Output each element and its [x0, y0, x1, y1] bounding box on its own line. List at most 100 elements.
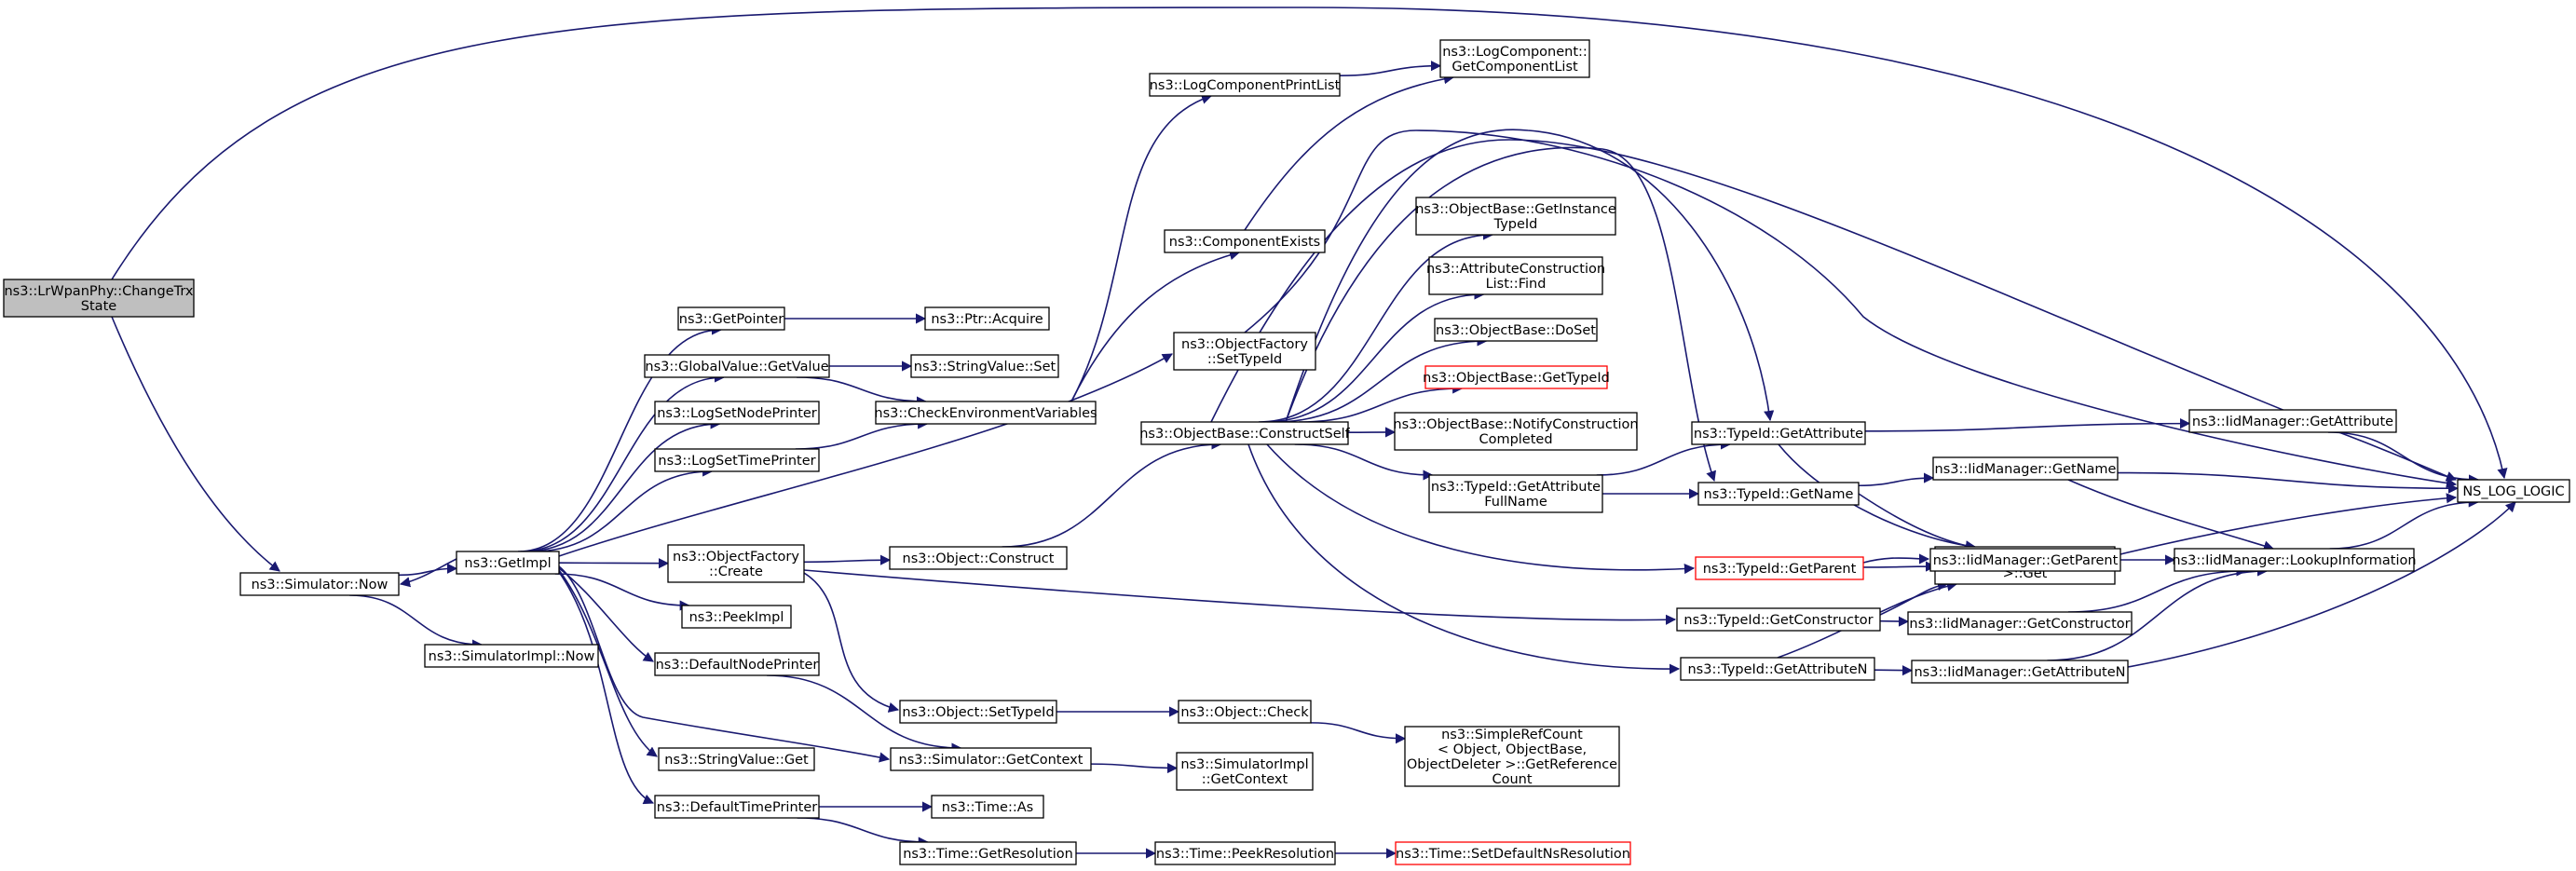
- edge-objfactcreate-to-objconstruct: [803, 554, 892, 565]
- node-getpointer[interactable]: ns3::GetPointer: [677, 306, 785, 331]
- node-typeidgetname[interactable]: ns3::TypeId::GetName: [1697, 482, 1860, 506]
- node-objconstruct[interactable]: ns3::Object::Construct: [889, 546, 1068, 570]
- node-ptracquire[interactable]: ns3::Ptr::Acquire: [924, 306, 1050, 331]
- edge-iidgetattr-to-nsloglogic: [2327, 431, 2480, 485]
- node-label: ns3::SimpleRefCount: [1441, 728, 1583, 742]
- node-defnodeprinter[interactable]: ns3::DefaultNodePrinter: [654, 652, 820, 676]
- node-label: ns3::Object::Construct: [903, 551, 1055, 566]
- node-deftimeprinter[interactable]: ns3::DefaultTimePrinter: [654, 795, 820, 819]
- node-obgettypeid[interactable]: ns3::ObjectBase::GetTypeId: [1423, 365, 1610, 389]
- edge-getimpl-to-deftimeprinter: [558, 571, 655, 805]
- node-label: ns3::Object::Check: [1180, 705, 1309, 720]
- node-label: ns3::IidManager::GetAttribute: [2192, 415, 2393, 429]
- edge-typeidgetparent-to-iidgetparent: [1862, 553, 1930, 565]
- node-label: ns3::Time::SetDefaultNsResolution: [1396, 847, 1630, 862]
- node-timegetres[interactable]: ns3::Time::GetResolution: [899, 841, 1077, 865]
- edge-constructself-to-doset: [1274, 335, 1488, 423]
- node-doset[interactable]: ns3::ObjectBase::DoSet: [1434, 318, 1598, 342]
- node-iidgetattr[interactable]: ns3::IidManager::GetAttribute: [2188, 409, 2397, 433]
- node-svget[interactable]: ns3::StringValue::Get: [658, 747, 815, 771]
- node-objfactsettypeid[interactable]: ns3::ObjectFactory::SetTypeId: [1173, 332, 1316, 371]
- node-box: [1697, 482, 1860, 506]
- node-box: [1695, 556, 1864, 580]
- node-logsettime[interactable]: ns3::LogSetTimePrinter: [654, 448, 820, 472]
- node-box: [1932, 456, 2119, 481]
- edge-typeidgetattr-to-singletonget: [1778, 443, 1977, 551]
- node-label: TypeId: [1493, 217, 1538, 232]
- edge-gettypeattrfull-to-typeidgetattr: [1596, 439, 1732, 476]
- node-box: [667, 544, 805, 583]
- node-box: [644, 354, 830, 378]
- edge-iidgetattrn-to-iidlookup: [2047, 565, 2269, 661]
- node-box: [875, 401, 1097, 425]
- edge-getimpl-to-svget: [558, 569, 658, 757]
- node-typeidgetconstr[interactable]: ns3::TypeId::GetConstructor: [1676, 607, 1881, 632]
- node-simimplnow[interactable]: ns3::SimulatorImpl::Now: [424, 644, 599, 668]
- node-simnow[interactable]: ns3::Simulator::Now: [239, 572, 400, 596]
- node-simgetcontext[interactable]: ns3::Simulator::GetContext: [890, 747, 1092, 771]
- node-iidgetconstr[interactable]: ns3::IidManager::GetConstructor: [1907, 611, 2133, 635]
- node-label: State: [81, 299, 116, 314]
- node-getimpl[interactable]: ns3::GetImpl: [456, 551, 560, 575]
- node-gvgetvalue[interactable]: ns3::GlobalValue::GetValue: [644, 354, 830, 378]
- node-label: < Object, ObjectBase,: [1438, 742, 1587, 757]
- node-typeidgetattrn[interactable]: ns3::TypeId::GetAttributeN: [1680, 657, 1875, 681]
- node-label: ns3::SimulatorImpl::Now: [429, 649, 595, 664]
- node-notifyconstr[interactable]: ns3::ObjectBase::NotifyConstructionCompl…: [1393, 412, 1639, 451]
- node-label: NS_LOG_LOGIC: [2462, 484, 2564, 499]
- node-iidgetparent[interactable]: ns3::IidManager::GetParent: [1929, 548, 2121, 572]
- node-constructself[interactable]: ns3::ObjectBase::ConstructSelf: [1139, 421, 1351, 445]
- edge-objfactcreate-to-objsettypeid: [803, 572, 900, 713]
- node-label: Count: [1492, 772, 1532, 787]
- node-timesetdefault[interactable]: ns3::Time::SetDefaultNsResolution: [1395, 841, 1631, 865]
- node-objfactcreate[interactable]: ns3::ObjectFactory::Create: [667, 544, 805, 583]
- node-typeidgetattr[interactable]: ns3::TypeId::GetAttribute: [1691, 421, 1866, 445]
- node-iidgetname[interactable]: ns3::IidManager::GetName: [1932, 456, 2119, 481]
- edge-iidlookup-to-nsloglogic: [2329, 497, 2479, 550]
- node-timepeekres[interactable]: ns3::Time::PeekResolution: [1154, 841, 1336, 865]
- node-checkenv[interactable]: ns3::CheckEnvironmentVariables: [874, 401, 1097, 425]
- node-logcompgetlist[interactable]: ns3::LogComponent::GetComponentList: [1439, 39, 1590, 78]
- node-objcheck[interactable]: ns3::Object::Check: [1178, 700, 1312, 724]
- node-box: [2188, 409, 2397, 433]
- edge-objfactcreate-to-typeidgetconstr: [803, 569, 1677, 625]
- node-simimplgetcontext[interactable]: ns3::SimulatorImpl::GetContext: [1176, 752, 1314, 791]
- node-compexists[interactable]: ns3::ComponentExists: [1164, 229, 1326, 253]
- node-box: [1691, 421, 1866, 445]
- node-svset[interactable]: ns3::StringValue::Set: [910, 354, 1059, 378]
- node-box: [1395, 841, 1631, 865]
- edge-iidgetname-to-iidlookup: [2067, 479, 2275, 551]
- node-label: ns3::GetPointer: [679, 312, 784, 327]
- node-label: ns3::ObjectBase::GetTypeId: [1423, 371, 1610, 386]
- node-label: ns3::LogSetTimePrinter: [658, 454, 815, 469]
- node-nsloglogic[interactable]: NS_LOG_LOGIC: [2457, 479, 2570, 503]
- node-simplerefcount[interactable]: ns3::SimpleRefCount< Object, ObjectBase,…: [1404, 726, 1620, 787]
- node-objsettypeid[interactable]: ns3::Object::SetTypeId: [899, 700, 1057, 724]
- edge-getimpl-to-simgetcontext: [558, 565, 891, 763]
- edge-getimpl-to-defnodeprinter: [558, 567, 654, 662]
- node-label: ns3::Object::SetTypeId: [902, 705, 1054, 720]
- node-logcompprintlist[interactable]: ns3::LogComponentPrintList: [1149, 73, 1341, 97]
- edge-objfactsettypeid-to-nsloglogic: [1244, 129, 2458, 489]
- node-box: [1424, 365, 1608, 389]
- node-label: ns3::AttributeConstruction: [1426, 262, 1605, 277]
- node-timeas[interactable]: ns3::Time::As: [931, 795, 1044, 819]
- node-box: [2174, 548, 2415, 572]
- edge-getimpl-to-simnow: [399, 558, 457, 588]
- node-box: [910, 354, 1059, 378]
- node-iidlookup[interactable]: ns3::IidManager::LookupInformation: [2172, 548, 2417, 572]
- node-label: ns3::Ptr::Acquire: [931, 312, 1043, 327]
- node-iidgetattrn[interactable]: ns3::IidManager::GetAttributeN: [1911, 660, 2129, 684]
- node-peekimpl[interactable]: ns3::PeekImpl: [681, 605, 792, 629]
- node-typeidgetparent[interactable]: ns3::TypeId::GetParent: [1695, 556, 1864, 580]
- node-label: ns3::GetImpl: [464, 556, 551, 571]
- node-box: [924, 306, 1050, 331]
- edge-typeidgetparent-to-singletonget: [1862, 561, 1937, 572]
- node-logsetnode[interactable]: ns3::LogSetNodePrinter: [654, 401, 820, 425]
- node-label: FullName: [1484, 495, 1547, 510]
